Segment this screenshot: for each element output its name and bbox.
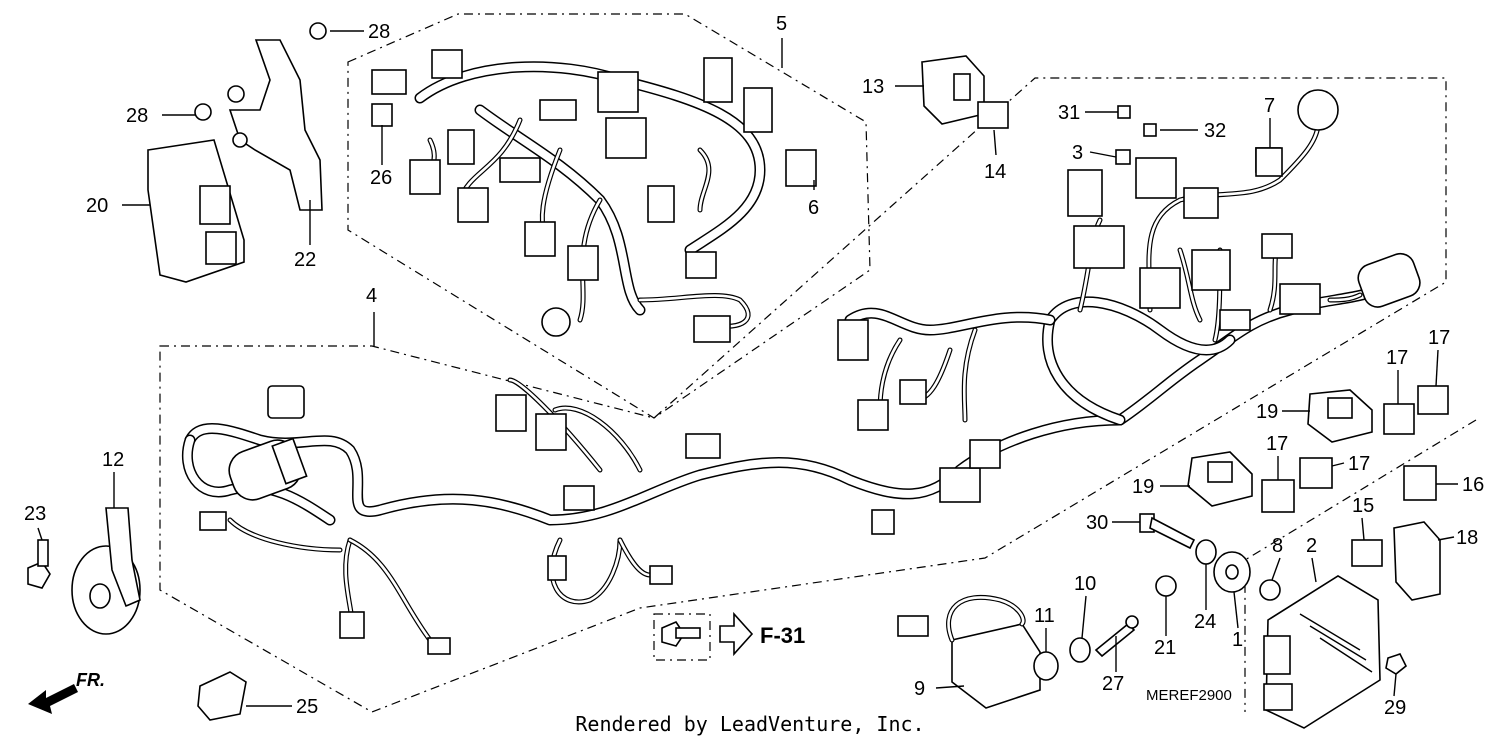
bolt-23 xyxy=(27,539,51,589)
callout-25: 25 xyxy=(296,696,318,718)
diagram-code: MEREF2900 xyxy=(1146,687,1232,704)
leader-lines xyxy=(37,30,1458,707)
callout-6: 6 xyxy=(808,197,819,219)
callout-13: 13 xyxy=(862,76,884,98)
relay-group-outline xyxy=(1244,419,1477,712)
cap-7 xyxy=(1255,147,1283,177)
screw-28 xyxy=(194,22,327,121)
callout-15: 15 xyxy=(1352,495,1374,517)
horn-12 xyxy=(71,507,141,635)
fuse-14 xyxy=(977,101,1009,129)
module-9 xyxy=(897,594,1041,709)
callout-2: 2 xyxy=(1306,535,1317,557)
callout-5: 5 xyxy=(776,13,787,35)
collar-24 xyxy=(1195,539,1217,565)
grommet-1 xyxy=(1213,551,1251,593)
relays-17 xyxy=(1261,385,1449,513)
front-direction-indicator: FR. xyxy=(28,670,105,714)
bolt-30 xyxy=(1139,513,1196,550)
callout-19b: 19 xyxy=(1132,476,1154,498)
callout-26: 26 xyxy=(370,167,392,189)
f31-bolt-outline xyxy=(653,613,711,661)
fuse-3 xyxy=(1115,149,1131,165)
coupler-6 xyxy=(785,149,817,187)
reference-arrow xyxy=(719,611,754,657)
washer-8 xyxy=(1259,579,1281,601)
callout-17c: 17 xyxy=(1266,433,1288,455)
reference-label: F-31 xyxy=(760,623,805,648)
clip-25 xyxy=(197,671,247,721)
fuse-32 xyxy=(1143,123,1157,137)
callout-20: 20 xyxy=(86,195,108,217)
ecm-unit-20 xyxy=(147,139,245,283)
callout-3: 3 xyxy=(1072,142,1083,164)
cap-21 xyxy=(1155,575,1177,597)
callout-9: 9 xyxy=(914,678,925,700)
callout-22: 22 xyxy=(294,249,316,271)
subassembly-4-outline xyxy=(159,77,1447,713)
callout-27: 27 xyxy=(1102,673,1124,695)
callout-4: 4 xyxy=(366,285,377,307)
callout-23: 23 xyxy=(24,503,46,525)
clip-26 xyxy=(371,103,393,127)
bracket-22 xyxy=(227,39,323,211)
main-wire-harness xyxy=(181,89,1421,655)
callout-17d: 17 xyxy=(1348,453,1370,475)
callout-12: 12 xyxy=(102,449,124,471)
nut-29 xyxy=(1385,653,1408,675)
callout-17: 17 xyxy=(1386,347,1408,369)
callout-8: 8 xyxy=(1272,535,1283,557)
collar-11 xyxy=(1033,651,1059,681)
regulator-2 xyxy=(1263,575,1381,729)
callout-21: 21 xyxy=(1154,637,1176,659)
fuse-15 xyxy=(1351,539,1383,567)
bolt-27 xyxy=(1094,615,1139,658)
callout-numbers: 28 28 20 22 26 5 6 4 13 14 31 32 3 7 12 … xyxy=(24,13,1484,719)
callout-28b: 28 xyxy=(126,105,148,127)
callout-7: 7 xyxy=(1264,95,1275,117)
callout-18: 18 xyxy=(1456,527,1478,549)
callout-30: 30 xyxy=(1086,512,1108,534)
credit-line: Rendered by LeadVenture, Inc. xyxy=(575,712,925,736)
grommet-10 xyxy=(1069,637,1091,663)
fuse-box-18 xyxy=(1393,521,1441,601)
callout-16: 16 xyxy=(1462,474,1484,496)
svg-text:FR.: FR. xyxy=(76,670,105,690)
callout-14: 14 xyxy=(984,161,1006,183)
bolt-f31 xyxy=(661,621,701,647)
relay-13 xyxy=(921,55,985,125)
callout-24: 24 xyxy=(1194,611,1216,633)
callout-10: 10 xyxy=(1074,573,1096,595)
callout-1: 1 xyxy=(1232,629,1243,651)
subassembly-5-outline xyxy=(347,13,871,419)
callout-28: 28 xyxy=(368,21,390,43)
callout-31: 31 xyxy=(1058,102,1080,124)
subassembly-5-harness xyxy=(371,49,773,343)
callout-11: 11 xyxy=(1034,605,1055,627)
relay-16 xyxy=(1403,465,1437,501)
callout-29: 29 xyxy=(1384,697,1406,719)
callout-17b: 17 xyxy=(1428,327,1450,349)
fuse-31 xyxy=(1117,105,1131,119)
callout-32: 32 xyxy=(1204,120,1226,142)
callout-19: 19 xyxy=(1256,401,1278,423)
relay-box-19 xyxy=(1187,389,1373,507)
